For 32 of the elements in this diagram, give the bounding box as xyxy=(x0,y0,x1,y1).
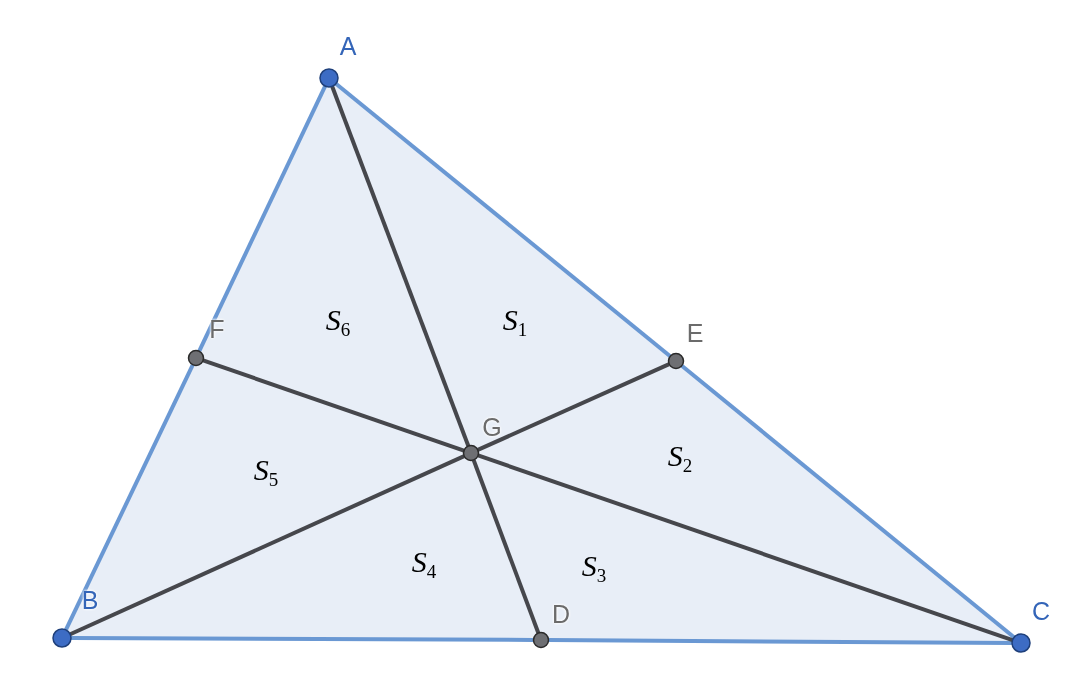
point-marker xyxy=(462,444,480,462)
line-segment xyxy=(71,636,534,642)
point-marker xyxy=(532,631,550,649)
line-segment xyxy=(680,364,1016,639)
point-label: B xyxy=(81,587,99,613)
point-marker xyxy=(319,68,339,88)
point-label: F xyxy=(209,316,225,342)
line-segment xyxy=(334,82,672,358)
point-marker xyxy=(1011,633,1031,653)
point-marker xyxy=(667,352,685,370)
line-segment xyxy=(471,459,541,634)
area-label: S$_{4}$ xyxy=(411,547,437,581)
line-segment xyxy=(64,363,195,631)
point-label: G xyxy=(482,414,502,440)
point-label: C xyxy=(1031,598,1051,624)
line-segment xyxy=(477,362,670,452)
point-marker xyxy=(187,349,205,367)
point-marker xyxy=(52,628,72,648)
area-label: S$_{1}$ xyxy=(502,305,528,339)
area-label: S$_{3}$ xyxy=(581,551,607,585)
point-label: D xyxy=(551,601,571,627)
line-segment xyxy=(69,454,465,637)
line-segment xyxy=(477,453,1014,642)
line-segment xyxy=(202,358,465,453)
point-label: A xyxy=(339,33,357,59)
line-segment xyxy=(197,85,327,353)
line-segment xyxy=(548,638,1012,645)
area-label: S$_{5}$ xyxy=(253,455,279,489)
area-label: S$_{2}$ xyxy=(667,441,693,475)
point-label: E xyxy=(686,320,704,346)
line-segment xyxy=(330,85,471,447)
area-label: S$_{6}$ xyxy=(325,305,351,339)
